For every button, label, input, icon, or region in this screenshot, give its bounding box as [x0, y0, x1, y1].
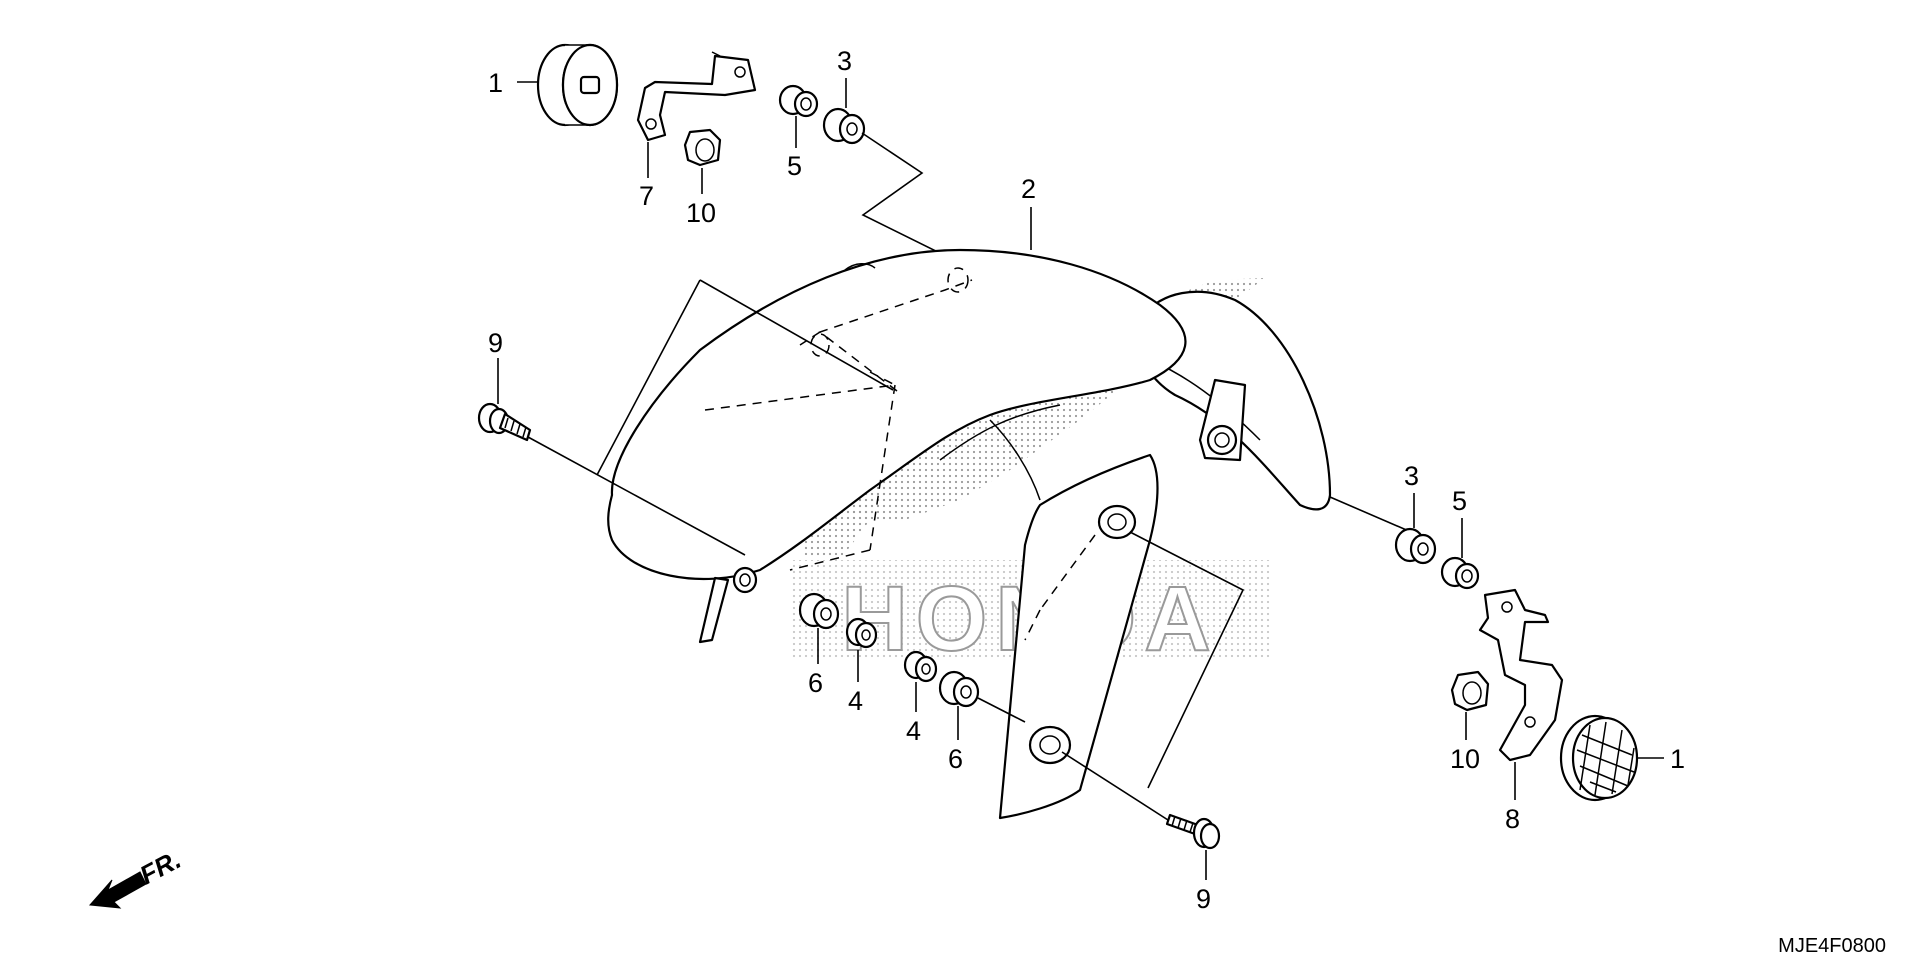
callout-9-right: 9 — [1196, 884, 1211, 914]
bracket-part-8 — [1478, 588, 1564, 762]
callout-6-right: 6 — [948, 744, 963, 774]
callout-4-right: 4 — [906, 716, 921, 746]
nut-part-10-right — [1450, 670, 1490, 712]
front-direction-arrow-icon — [88, 871, 147, 909]
callout-6-left: 6 — [808, 668, 823, 698]
rubber-part-3-top — [822, 107, 866, 145]
grommet-part-1-top — [536, 43, 619, 127]
bolt-part-9-left — [477, 402, 532, 442]
collar-part-5-right — [1440, 556, 1480, 590]
collar-part-4-right — [903, 650, 938, 683]
callout-3-top: 3 — [837, 46, 852, 76]
rubber-part-3-right — [1394, 527, 1437, 565]
callout-5-top: 5 — [787, 151, 802, 181]
callout-8: 8 — [1505, 804, 1520, 834]
callout-1-top: 1 — [488, 68, 503, 98]
rubber-part-6-left — [798, 592, 840, 630]
bracket-part-7 — [636, 51, 757, 142]
callout-10-right: 10 — [1450, 744, 1480, 774]
callout-9-left: 9 — [488, 328, 503, 358]
front-fender-part-2 — [607, 248, 1332, 820]
collar-part-5-top — [778, 84, 819, 118]
grommet-part-1-right — [1559, 714, 1639, 802]
callout-4-left: 4 — [848, 686, 863, 716]
nut-part-10-top — [683, 128, 722, 167]
collar-part-4-left — [845, 617, 878, 649]
bolt-part-9-right — [1165, 813, 1221, 850]
callout-1-right: 1 — [1670, 744, 1685, 774]
diagram-code: MJE4F0800 — [1778, 935, 1886, 957]
callout-7: 7 — [639, 181, 654, 211]
callout-3-right: 3 — [1404, 461, 1419, 491]
rubber-part-6-right — [938, 670, 980, 708]
callout-5-right: 5 — [1452, 486, 1467, 516]
callout-10-top: 10 — [686, 198, 716, 228]
callout-2: 2 — [1021, 174, 1036, 204]
